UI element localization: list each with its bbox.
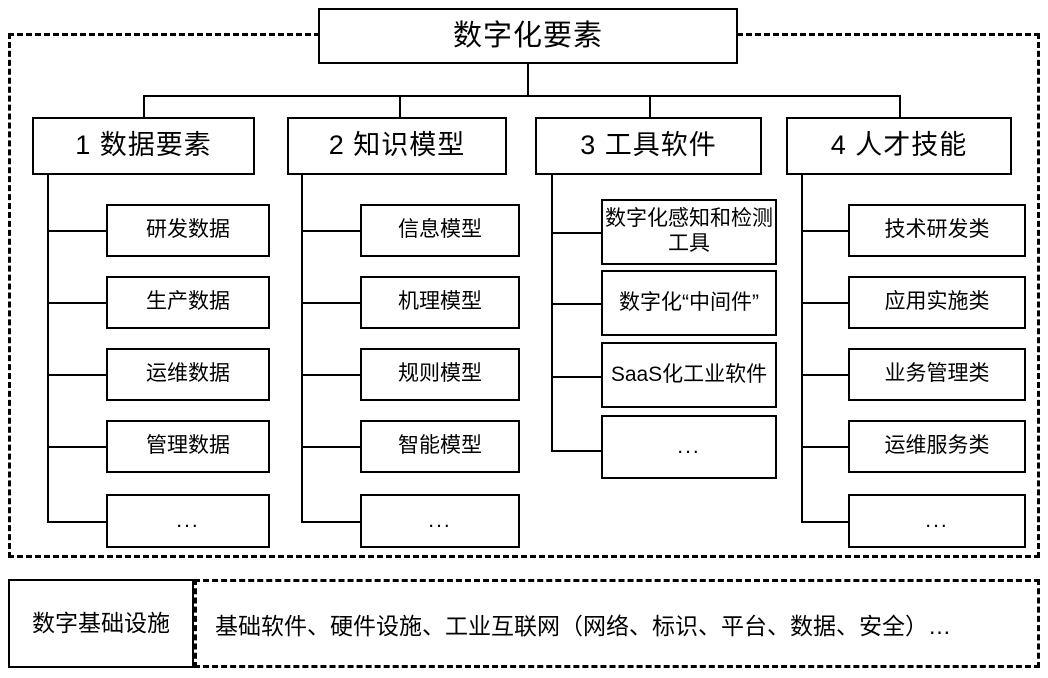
leaf-box-talent-skills-1[interactable]: 技术研发类 <box>848 204 1026 257</box>
leaf-box-knowledge-models-3[interactable]: 规则模型 <box>360 348 520 401</box>
level1-drop-line-3 <box>649 95 651 117</box>
branch-line-data-elements-2 <box>47 302 106 304</box>
level1-bus-line <box>143 95 901 97</box>
leaf-label: 研发数据 <box>146 218 230 242</box>
leaf-box-talent-skills-4[interactable]: 运维服务类 <box>848 420 1026 473</box>
leaf-label: 生产数据 <box>146 290 230 314</box>
leaf-label: 数字化感知和检测工具 <box>605 207 773 255</box>
leaf-box-talent-skills-3[interactable]: 业务管理类 <box>848 348 1026 401</box>
leaf-box-data-elements-2[interactable]: 生产数据 <box>106 276 270 329</box>
leaf-box-data-elements-3[interactable]: 运维数据 <box>106 348 270 401</box>
leaf-box-data-elements-5-ellipsis[interactable]: ... <box>106 494 270 548</box>
level1-drop-line-4 <box>899 95 901 117</box>
leaf-label: ... <box>428 508 452 532</box>
leaf-label: SaaS化工业软件 <box>610 362 768 386</box>
branch-line-tool-software-4 <box>551 450 601 452</box>
leaf-box-data-elements-4[interactable]: 管理数据 <box>106 420 270 473</box>
leaf-box-tool-software-3[interactable]: SaaS化工业软件 <box>601 342 777 408</box>
leaf-box-knowledge-models-1[interactable]: 信息模型 <box>360 204 520 257</box>
category-box-data-elements[interactable]: 1 数据要素 <box>32 117 255 175</box>
leaf-label: 业务管理类 <box>884 362 990 386</box>
leaf-box-talent-skills-5-ellipsis[interactable]: ... <box>848 494 1026 548</box>
category-box-tool-software[interactable]: 3 工具软件 <box>535 117 762 175</box>
infrastructure-label: 数字基础设施 <box>32 609 170 636</box>
branch-line-data-elements-3 <box>47 374 106 376</box>
leaf-label: ... <box>925 508 949 532</box>
category-box-talent-skills[interactable]: 4 人才技能 <box>786 117 1012 175</box>
branch-line-talent-skills-4 <box>801 446 848 448</box>
branch-line-knowledge-models-4 <box>301 446 360 448</box>
category-label-data-elements: 1 数据要素 <box>75 130 212 161</box>
leaf-label: 机理模型 <box>398 290 482 314</box>
leaf-box-tool-software-2[interactable]: 数字化“中间件” <box>601 270 777 336</box>
branch-line-talent-skills-5 <box>801 521 848 523</box>
branch-line-tool-software-1 <box>551 232 601 234</box>
trunk-line-knowledge-models <box>301 175 303 523</box>
leaf-box-knowledge-models-2[interactable]: 机理模型 <box>360 276 520 329</box>
branch-line-knowledge-models-5 <box>301 521 360 523</box>
branch-line-knowledge-models-2 <box>301 302 360 304</box>
branch-line-data-elements-1 <box>47 230 106 232</box>
branch-line-talent-skills-2 <box>801 302 848 304</box>
leaf-box-data-elements-1[interactable]: 研发数据 <box>106 204 270 257</box>
level1-drop-line-1 <box>143 95 145 117</box>
leaf-label: 技术研发类 <box>884 218 990 242</box>
category-box-knowledge-models[interactable]: 2 知识模型 <box>287 117 507 175</box>
root-stem-line <box>527 64 529 95</box>
leaf-label: 运维服务类 <box>884 434 990 458</box>
leaf-label: 应用实施类 <box>884 290 990 314</box>
trunk-line-tool-software <box>551 175 553 452</box>
root-node-label: 数字化要素 <box>452 19 603 52</box>
branch-line-knowledge-models-1 <box>301 230 360 232</box>
trunk-line-talent-skills <box>801 175 803 523</box>
category-label-talent-skills: 4 人才技能 <box>830 130 968 161</box>
leaf-label: 管理数据 <box>146 434 230 458</box>
leaf-label: 运维数据 <box>146 362 230 386</box>
branch-line-data-elements-4 <box>47 446 106 448</box>
leaf-label: 信息模型 <box>398 218 482 242</box>
branch-line-talent-skills-1 <box>801 230 848 232</box>
infrastructure-dashed-container: 基础软件、硬件设施、工业互联网（网络、标识、平台、数据、安全）… <box>194 579 1040 668</box>
leaf-label: ... <box>176 508 200 532</box>
leaf-label: 规则模型 <box>398 362 482 386</box>
infrastructure-label-box[interactable]: 数字基础设施 <box>8 579 194 668</box>
leaf-label: 数字化“中间件” <box>619 290 759 314</box>
leaf-box-knowledge-models-4[interactable]: 智能模型 <box>360 420 520 473</box>
leaf-box-tool-software-4-ellipsis[interactable]: ... <box>601 415 777 479</box>
leaf-box-talent-skills-2[interactable]: 应用实施类 <box>848 276 1026 329</box>
leaf-label: ... <box>677 434 701 458</box>
branch-line-tool-software-3 <box>551 376 601 378</box>
leaf-label: 智能模型 <box>398 434 482 458</box>
category-label-tool-software: 3 工具软件 <box>580 130 717 161</box>
root-node-digital-elements[interactable]: 数字化要素 <box>318 8 738 64</box>
category-label-knowledge-models: 2 知识模型 <box>328 130 466 161</box>
trunk-line-data-elements <box>47 175 49 523</box>
leaf-box-knowledge-models-5-ellipsis[interactable]: ... <box>360 494 520 548</box>
branch-line-tool-software-2 <box>551 303 601 305</box>
branch-line-knowledge-models-3 <box>301 374 360 376</box>
infrastructure-content-text: 基础软件、硬件设施、工业互联网（网络、标识、平台、数据、安全）… <box>215 612 951 639</box>
leaf-box-tool-software-1[interactable]: 数字化感知和检测工具 <box>601 199 777 265</box>
branch-line-data-elements-5 <box>47 521 106 523</box>
level1-drop-line-2 <box>399 95 401 117</box>
branch-line-talent-skills-3 <box>801 374 848 376</box>
